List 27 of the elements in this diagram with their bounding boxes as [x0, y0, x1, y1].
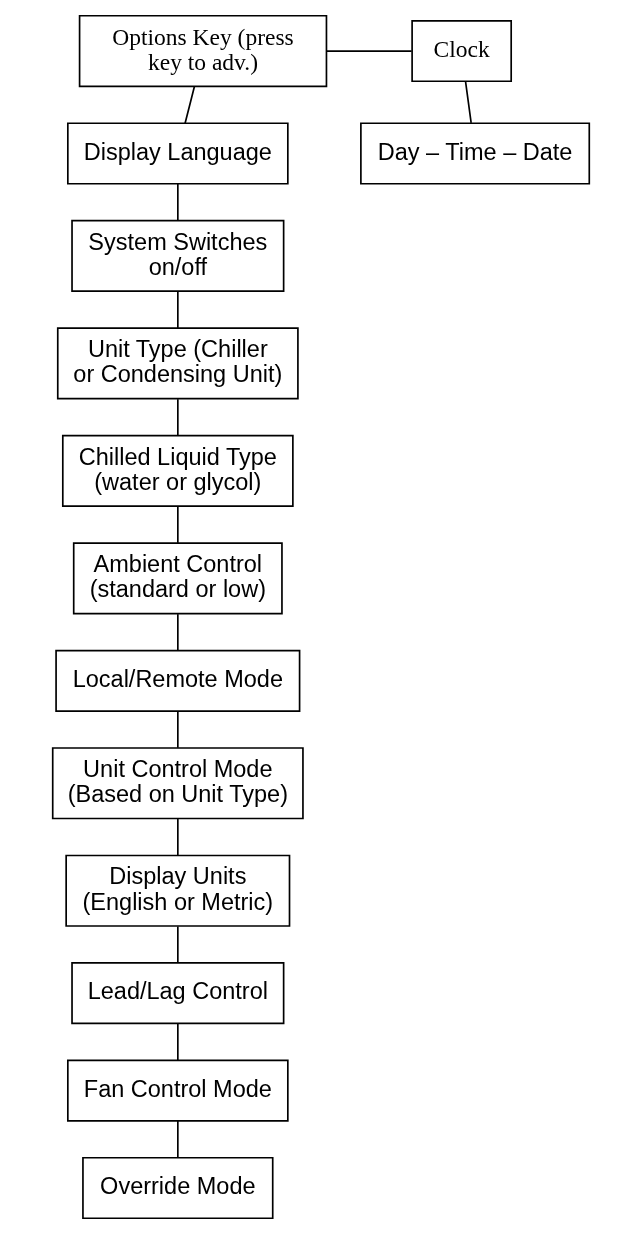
connector [177, 1022, 179, 1062]
node-box: Unit Type (Chiller or Condensing Unit) [56, 327, 299, 400]
connector [177, 1120, 179, 1159]
node-box: Day – Time – Date [360, 122, 591, 185]
connector [177, 290, 179, 329]
node-box: Ambient Control (standard or low) [72, 542, 283, 615]
node-box: Local/Remote Mode [55, 649, 301, 712]
node-box: System Switches on/off [71, 219, 285, 293]
connector [177, 183, 179, 222]
connector [177, 818, 179, 857]
node-box: Chilled Liquid Type (water or glycol) [61, 434, 294, 507]
connector [177, 710, 179, 749]
node-box: Clock [411, 20, 513, 83]
node-box: Fan Control Mode [67, 1059, 289, 1122]
connector [177, 925, 179, 964]
node-box: Options Key (press key to adv.) [78, 14, 328, 88]
node-box: Lead/Lag Control [71, 962, 285, 1025]
connector [325, 50, 413, 52]
connector [177, 505, 179, 544]
node-box: Unit Control Mode (Based on Unit Type) [51, 747, 304, 820]
node-box: Display Units (English or Metric) [65, 854, 291, 927]
node-box: Override Mode [82, 1156, 274, 1220]
connector [184, 85, 196, 125]
connector [177, 398, 179, 437]
connector [177, 613, 179, 652]
node-box: Display Language [67, 122, 289, 185]
connector [464, 80, 472, 124]
